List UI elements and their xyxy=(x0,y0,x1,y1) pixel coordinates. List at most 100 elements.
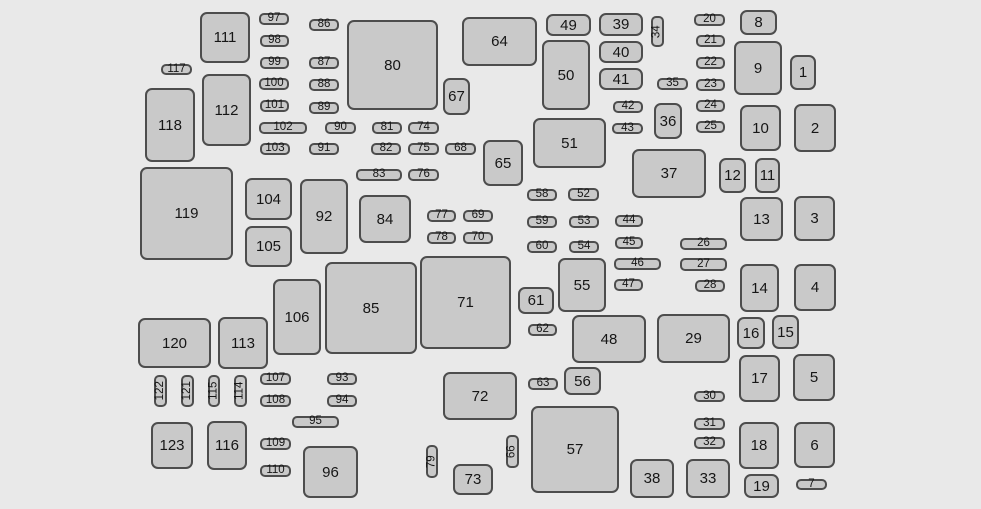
fuse-label: 84 xyxy=(376,210,394,228)
fuse-label: 33 xyxy=(699,470,717,487)
fuse-51: 51 xyxy=(533,118,606,168)
fuse-label: 21 xyxy=(704,34,717,47)
fuse-label: 115 xyxy=(207,381,220,401)
fuse-24: 24 xyxy=(696,100,725,112)
fuse-80: 80 xyxy=(347,20,438,110)
fuse-label: 77 xyxy=(435,209,448,222)
fuse-76: 76 xyxy=(408,169,439,181)
fuse-label: 101 xyxy=(264,99,285,112)
fuse-label: 111 xyxy=(213,29,237,46)
fuse-label: 97 xyxy=(267,12,281,25)
fuse-113: 113 xyxy=(218,317,268,369)
fuse-label: 90 xyxy=(334,121,347,134)
fuse-label: 11 xyxy=(759,167,776,184)
fuse-label: 55 xyxy=(573,276,591,294)
fuse-label: 43 xyxy=(621,121,634,134)
fuse-label: 62 xyxy=(536,323,549,336)
fuse-label: 44 xyxy=(622,214,636,227)
fuse-13: 13 xyxy=(740,197,783,241)
fuse-108: 108 xyxy=(260,395,291,407)
fuse-label: 15 xyxy=(777,323,794,341)
fuse-123: 123 xyxy=(151,422,193,469)
fuse-52: 52 xyxy=(568,188,599,201)
fuse-62: 62 xyxy=(528,324,557,336)
fuse-label: 48 xyxy=(600,330,618,348)
fuse-100: 100 xyxy=(259,78,289,90)
fuse-118: 118 xyxy=(145,88,195,162)
fuse-label: 56 xyxy=(574,372,591,390)
fuse-73: 73 xyxy=(453,464,493,495)
fuse-label: 57 xyxy=(566,441,584,458)
fuse-12: 12 xyxy=(719,158,746,193)
fuse-69: 69 xyxy=(463,210,493,222)
fuse-116: 116 xyxy=(207,421,247,470)
fuse-5: 5 xyxy=(793,354,835,401)
fuse-label: 39 xyxy=(612,16,630,33)
fuse-label: 93 xyxy=(335,372,349,385)
fuse-60: 60 xyxy=(527,241,557,253)
fuse-7: 7 xyxy=(796,478,827,490)
fuse-label: 46 xyxy=(631,257,644,270)
fuse-42: 42 xyxy=(613,101,643,113)
fuse-81: 81 xyxy=(372,122,402,134)
fuse-label: 81 xyxy=(380,121,394,134)
fuse-label: 106 xyxy=(284,308,310,326)
fuse-43: 43 xyxy=(612,121,643,134)
fuse-55: 55 xyxy=(558,258,606,312)
fuse-label: 66 xyxy=(505,445,518,458)
fuse-31: 31 xyxy=(694,418,725,430)
fuse-9: 9 xyxy=(734,41,782,95)
fuse-label: 19 xyxy=(753,477,770,495)
fuse-92: 92 xyxy=(300,179,348,254)
fuse-label: 120 xyxy=(161,334,188,352)
fuse-label: 91 xyxy=(317,142,331,155)
fuse-label: 2 xyxy=(810,119,820,137)
fuse-4: 4 xyxy=(794,264,836,311)
fuse-98: 98 xyxy=(260,35,289,47)
fuse-41: 41 xyxy=(599,68,643,90)
fuse-45: 45 xyxy=(615,237,643,249)
fuse-label: 17 xyxy=(751,370,768,387)
fuse-106: 106 xyxy=(273,279,321,355)
fuse-74: 74 xyxy=(408,122,439,134)
fuse-label: 122 xyxy=(153,381,166,401)
fuse-label: 25 xyxy=(704,120,717,133)
fuse-87: 87 xyxy=(309,57,339,69)
fuse-77: 77 xyxy=(427,210,456,222)
fuse-label: 88 xyxy=(317,78,331,91)
fuse-label: 28 xyxy=(703,279,717,292)
fuse-120: 120 xyxy=(138,318,211,368)
fuse-label: 30 xyxy=(703,389,716,402)
fuse-72: 72 xyxy=(443,372,517,420)
fuse-label: 103 xyxy=(265,142,285,155)
fuse-label: 10 xyxy=(752,119,769,137)
fuse-label: 14 xyxy=(751,279,768,297)
fuse-58: 58 xyxy=(527,189,557,201)
fuse-10: 10 xyxy=(740,105,781,151)
fuse-label: 51 xyxy=(561,134,578,152)
fuse-label: 72 xyxy=(471,387,489,405)
fuse-82: 82 xyxy=(371,143,401,155)
fuse-label: 86 xyxy=(317,18,331,31)
fuse-label: 41 xyxy=(612,70,630,88)
fuse-label: 37 xyxy=(660,165,678,182)
fuse-107: 107 xyxy=(260,373,291,385)
fuse-label: 61 xyxy=(527,292,545,309)
fuse-33: 33 xyxy=(686,459,730,498)
fuse-68: 68 xyxy=(445,143,476,155)
fuse-36: 36 xyxy=(654,103,682,139)
fuse-64: 64 xyxy=(462,17,537,66)
fuse-label: 99 xyxy=(268,56,281,69)
fuse-32: 32 xyxy=(694,437,725,449)
fuse-label: 3 xyxy=(810,210,819,227)
fuse-102: 102 xyxy=(259,122,307,134)
fuse-18: 18 xyxy=(739,422,779,469)
fuse-label: 23 xyxy=(704,78,717,91)
fuse-label: 34 xyxy=(650,25,663,38)
fuse-label: 49 xyxy=(560,16,577,34)
fuse-99: 99 xyxy=(260,57,289,69)
fuse-label: 54 xyxy=(577,240,591,253)
fuse-40: 40 xyxy=(599,41,643,63)
fuse-label: 117 xyxy=(167,62,186,75)
fuse-label: 108 xyxy=(265,394,286,407)
